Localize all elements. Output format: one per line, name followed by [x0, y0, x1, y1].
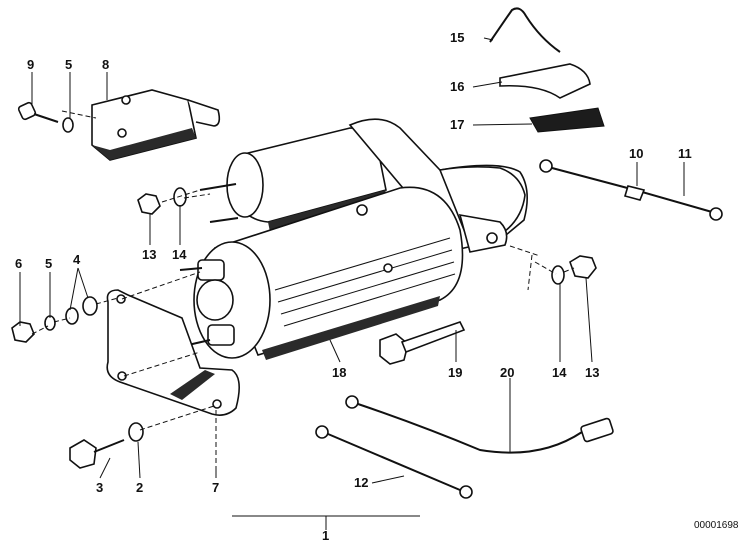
washer-2 [128, 422, 144, 442]
washer-14a [173, 187, 187, 207]
bracket-8 [91, 89, 221, 161]
callout-5a: 5 [65, 57, 72, 72]
leader-lines [19, 37, 685, 530]
callout-10: 10 [629, 146, 643, 161]
callout-9: 9 [27, 57, 34, 72]
callout-16: 16 [450, 79, 464, 94]
callout-4: 4 [73, 252, 81, 267]
bolt-19 [379, 321, 466, 365]
callout-15: 15 [450, 30, 464, 45]
bolt-3 [69, 439, 125, 469]
nut-6 [11, 321, 35, 343]
washers-4 [65, 296, 98, 325]
nut-13a [137, 193, 161, 215]
callout-13b: 13 [585, 365, 599, 380]
callout-8: 8 [102, 57, 109, 72]
callout-12: 12 [354, 475, 368, 490]
clip-15 [489, 7, 561, 53]
callout-14b: 14 [552, 365, 567, 380]
washer-5b [44, 315, 56, 331]
starter-motor [179, 118, 528, 360]
cable-20 [345, 395, 614, 454]
cable-12 [315, 425, 473, 499]
washer-5a [62, 117, 74, 133]
callout-6: 6 [15, 256, 22, 271]
callout-7: 7 [212, 480, 219, 495]
nut-13b [569, 255, 597, 279]
bolt-9 [17, 101, 59, 123]
callouts: 9 5 8 15 16 17 10 11 13 14 6 5 4 18 19 2… [15, 30, 739, 543]
callout-3: 3 [96, 480, 103, 495]
callout-11: 11 [678, 146, 692, 161]
pad-17 [529, 107, 605, 133]
washer-14b [551, 265, 565, 285]
callout-14a: 14 [172, 247, 187, 262]
callout-2: 2 [136, 480, 143, 495]
callout-17: 17 [450, 117, 464, 132]
mounting-bracket [106, 289, 240, 416]
callout-19: 19 [448, 365, 462, 380]
callout-13a: 13 [142, 247, 156, 262]
callout-20: 20 [500, 365, 514, 380]
pad-16 [499, 63, 591, 99]
callout-1: 1 [322, 528, 329, 543]
cable-11 [539, 159, 723, 221]
callout-5b: 5 [45, 256, 52, 271]
reference-number: 00001698 [694, 520, 739, 531]
callout-18: 18 [332, 365, 346, 380]
assembly-guides [31, 110, 575, 470]
